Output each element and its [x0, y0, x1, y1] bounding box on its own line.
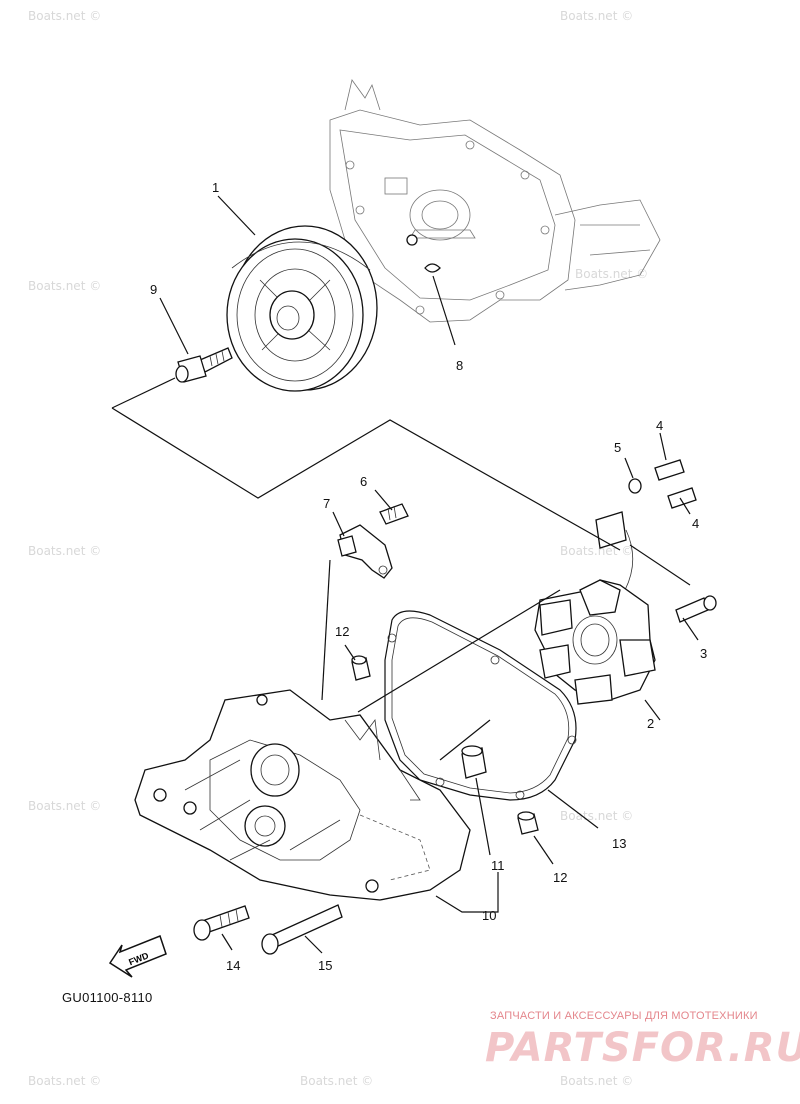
stator	[534, 579, 656, 705]
leader-lines	[111, 195, 699, 954]
watermarks: Boats.net © Boats.net © Boats.net © Boat…	[28, 9, 648, 1088]
cable-clamp	[337, 503, 409, 579]
callout-11: 11	[491, 858, 505, 873]
watermark: Boats.net ©	[28, 279, 101, 293]
callout-14: 14	[226, 958, 240, 973]
callout-9: 9	[150, 282, 157, 297]
flywheel	[226, 225, 378, 392]
diagram-part-code: GU01100-8110	[62, 990, 153, 1005]
callout-1: 1	[212, 180, 219, 195]
callout-10: 10	[482, 908, 496, 923]
stator-bolt	[675, 595, 717, 623]
callout-3: 3	[700, 646, 707, 661]
watermark: Boats.net ©	[575, 267, 648, 281]
watermark: Boats.net ©	[560, 809, 633, 823]
callout-6: 6	[360, 474, 367, 489]
brand-logo: PARTSFOR.RU	[485, 1025, 800, 1071]
watermark: Boats.net ©	[300, 1074, 373, 1088]
callout-15: 15	[318, 958, 332, 973]
callout-12: 12	[335, 624, 349, 639]
cover-gasket	[384, 610, 577, 801]
engine-crankcase	[329, 79, 661, 323]
callout-4: 4	[656, 418, 663, 433]
watermark: Boats.net ©	[560, 544, 633, 558]
watermark: Boats.net ©	[560, 9, 633, 23]
fwd-arrow: FWD	[108, 935, 167, 978]
cover-bolts	[193, 904, 343, 955]
callout-8: 8	[456, 358, 463, 373]
callout-7: 7	[323, 496, 330, 511]
callout-4: 4	[692, 516, 699, 531]
watermark: Boats.net ©	[28, 799, 101, 813]
dowel-pins	[351, 655, 539, 835]
crankcase-cover	[134, 689, 471, 901]
callout-2: 2	[647, 716, 654, 731]
watermark: Boats.net ©	[28, 544, 101, 558]
watermark: Boats.net ©	[28, 1074, 101, 1088]
pulser-coil	[595, 459, 697, 591]
callout-13: 13	[612, 836, 626, 851]
callout-12: 12	[553, 870, 567, 885]
brand-tagline: ЗАПЧАСТИ И АКСЕССУАРЫ ДЛЯ МОТОТЕХНИКИ	[490, 1010, 758, 1022]
flywheel-bolt	[175, 347, 233, 383]
callout-numbers: 1 2 3 4 4 5 6 7 8 9 10 11 12 12 13 14 15	[150, 180, 707, 973]
callout-5: 5	[614, 440, 621, 455]
watermark: Boats.net ©	[560, 1074, 633, 1088]
watermark: Boats.net ©	[28, 9, 101, 23]
